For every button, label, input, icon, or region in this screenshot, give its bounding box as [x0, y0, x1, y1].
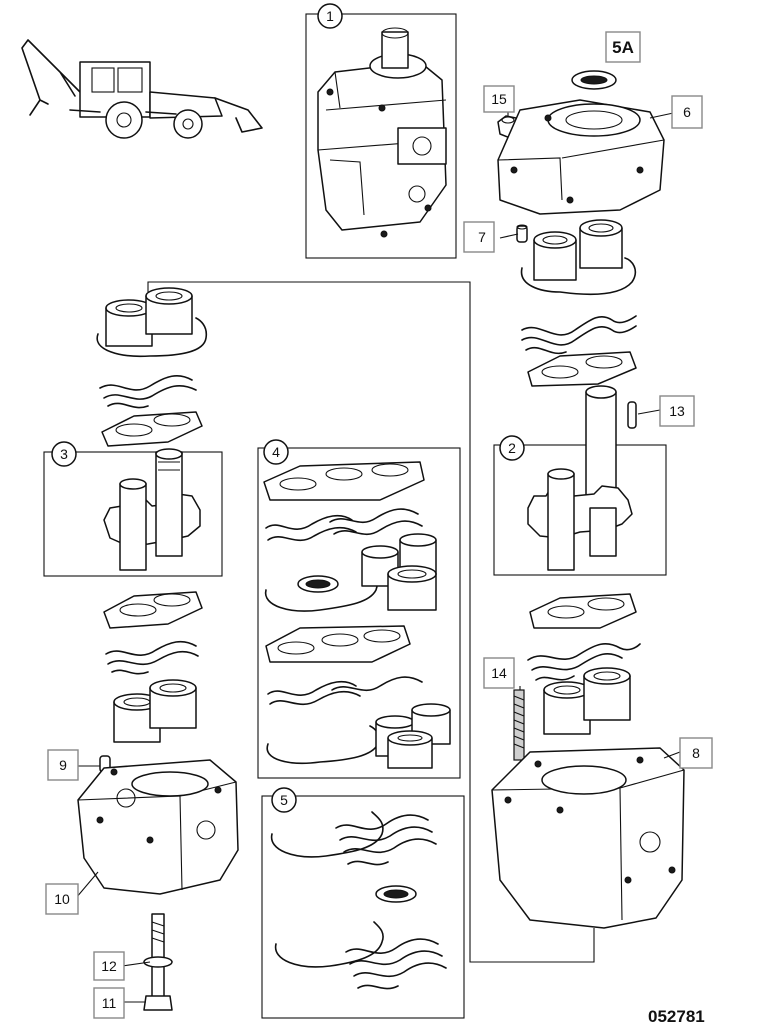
callout-12: 12 — [93, 951, 125, 981]
callout-7-text: 7 — [478, 229, 486, 245]
callout-9: 9 — [47, 749, 79, 781]
shaft-seal-5a — [571, 70, 617, 90]
stud — [513, 689, 525, 761]
callout-3-text: 3 — [60, 446, 68, 462]
driven-gear-kit — [43, 448, 223, 577]
callout-1-text: 1 — [326, 8, 334, 24]
seal-kit — [257, 447, 461, 779]
callout-15-text: 15 — [491, 91, 507, 107]
rear-body — [491, 747, 685, 929]
seals-left-upper — [99, 374, 203, 447]
shaft-key — [627, 401, 637, 429]
assembled-pump — [305, 13, 457, 259]
callout-14: 14 — [483, 657, 515, 689]
seals-right-upper — [521, 315, 637, 387]
callout-5: 5 — [271, 787, 297, 813]
callout-8-text: 8 — [692, 745, 700, 761]
callout-4: 4 — [263, 439, 289, 465]
callout-7: 7 — [463, 221, 495, 253]
drawing-number: 052781 — [648, 1007, 705, 1024]
callout-8: 8 — [679, 737, 713, 769]
callout-10: 10 — [45, 883, 79, 915]
front-body — [77, 759, 239, 895]
bolt-and-washer — [143, 913, 173, 1011]
assembly-bracket — [147, 281, 595, 963]
callout-14-text: 14 — [491, 665, 507, 681]
callout-13: 13 — [659, 395, 695, 427]
bearings-upper-left — [96, 287, 208, 358]
callout-3: 3 — [51, 441, 77, 467]
callout-6: 6 — [671, 95, 703, 129]
callout-5a-text: 5A — [612, 38, 634, 57]
drive-gear-kit — [493, 385, 667, 576]
dowel-pin — [516, 224, 528, 243]
callout-6-text: 6 — [683, 104, 691, 120]
callout-2: 2 — [499, 435, 525, 461]
seals-left-lower — [103, 591, 203, 743]
callout-12-text: 12 — [101, 958, 117, 974]
front-cover — [497, 99, 665, 215]
callout-9-text: 9 — [59, 757, 67, 773]
bearings-upper-right — [520, 219, 637, 296]
callout-4-text: 4 — [272, 444, 280, 460]
callout-5a: 5A — [605, 31, 641, 63]
seal-kit-5 — [261, 795, 465, 1019]
callout-1: 1 — [317, 3, 343, 29]
seals-right-lower — [527, 593, 641, 735]
callout-2-text: 2 — [508, 440, 516, 456]
callout-15: 15 — [483, 85, 515, 113]
callout-10-text: 10 — [54, 891, 70, 907]
callout-11-text: 11 — [102, 995, 117, 1011]
backhoe-loader-icon — [21, 39, 263, 139]
callout-13-text: 13 — [669, 403, 685, 419]
group-box-1 — [305, 13, 457, 259]
callout-5-text: 5 — [280, 792, 288, 808]
callout-11: 11 — [93, 987, 125, 1019]
